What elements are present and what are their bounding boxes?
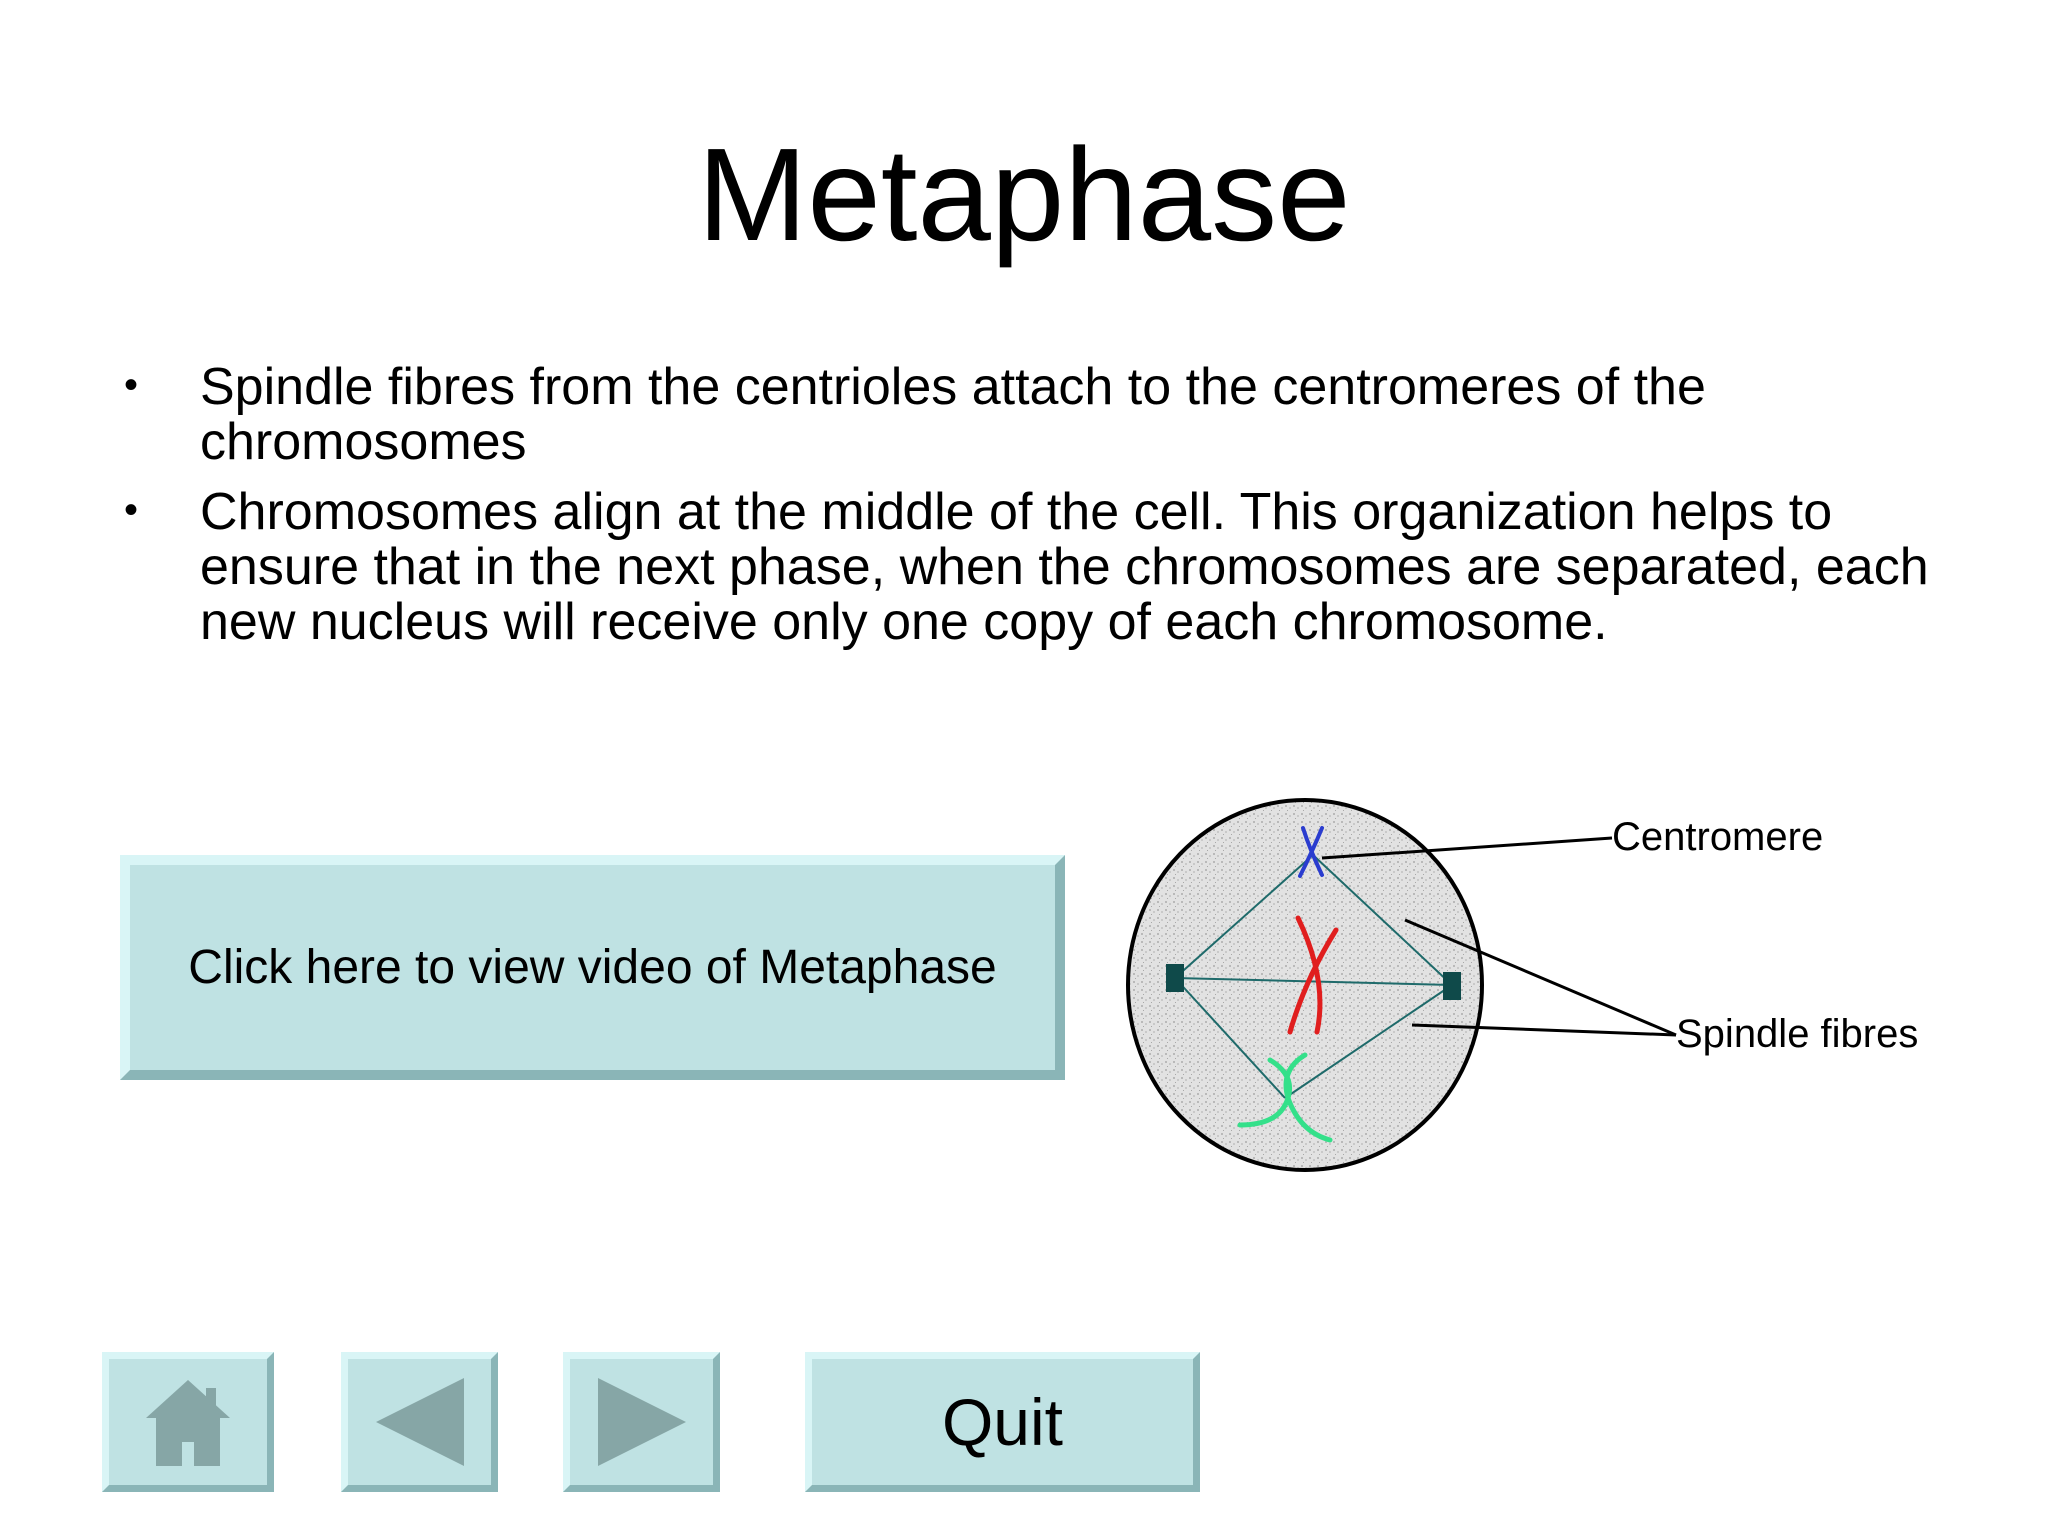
- view-video-button[interactable]: Click here to view video of Metaphase: [120, 855, 1065, 1080]
- view-video-button-label: Click here to view video of Metaphase: [188, 941, 997, 994]
- bullet-point-icon: •: [124, 488, 139, 532]
- centriole-left: [1166, 964, 1184, 992]
- bullet-text: Spindle fibres from the centrioles attac…: [200, 358, 1706, 471]
- spindle-fibres-label: Spindle fibres: [1676, 1012, 1918, 1056]
- bullet-item: • Chromosomes align at the middle of the…: [120, 485, 1960, 650]
- centromere-label: Centromere: [1612, 815, 1823, 859]
- chromosome-bottom: [1237, 1052, 1333, 1143]
- home-icon: [146, 1380, 230, 1466]
- slide-title: Metaphase: [697, 121, 1351, 268]
- spindle-fibres: [1174, 854, 1453, 1099]
- label-leaders: [1321, 836, 1677, 1037]
- forward-arrow-icon: [597, 1378, 686, 1466]
- forward-button[interactable]: [563, 1352, 720, 1492]
- bullet-item: • Spindle fibres from the centrioles att…: [120, 360, 1960, 470]
- quit-button[interactable]: Quit: [805, 1352, 1200, 1492]
- metaphase-cell-diagram: Centromere Spindle fibres: [1126, 798, 1918, 1172]
- quit-button-label: Quit: [941, 1385, 1064, 1459]
- centriole-right: [1443, 972, 1461, 1000]
- back-button[interactable]: [341, 1352, 498, 1492]
- bullet-text: Chromosomes align at the middle of the c…: [200, 483, 1929, 651]
- chromosome-middle: [1287, 915, 1339, 1035]
- bullet-point-icon: •: [124, 363, 139, 407]
- chromosome-top: [1298, 826, 1324, 878]
- home-button[interactable]: [102, 1352, 274, 1492]
- bullet-list: • Spindle fibres from the centrioles att…: [120, 360, 1960, 665]
- back-arrow-icon: [375, 1378, 464, 1466]
